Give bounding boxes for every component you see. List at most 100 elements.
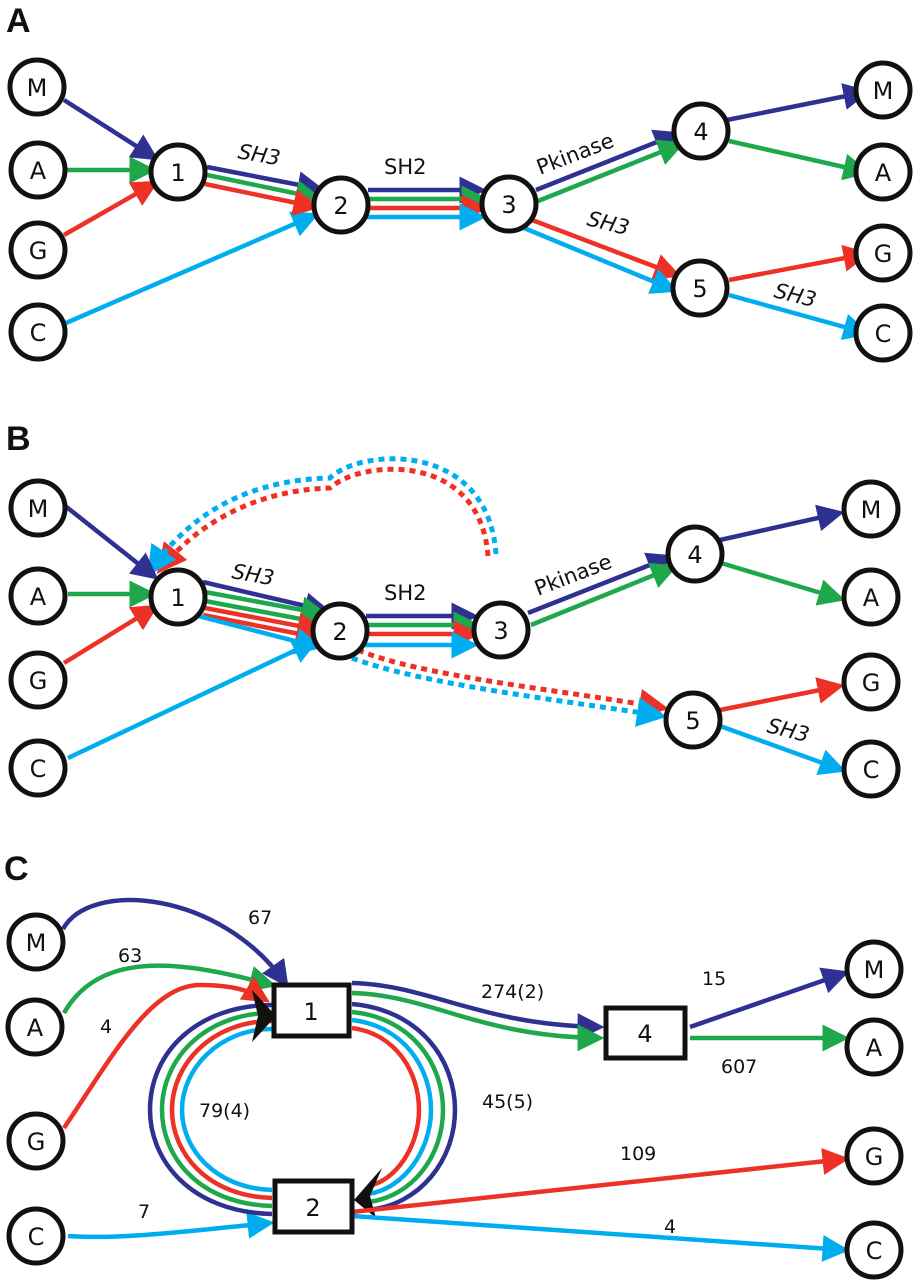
svg-text:G: G xyxy=(27,1128,46,1156)
edge-a-3-4-M xyxy=(535,129,682,193)
count-2-G: 109 xyxy=(620,1143,656,1165)
edge-c-4-M xyxy=(689,967,850,1030)
domain-node-2: 2 xyxy=(311,175,371,235)
input-node-M: M xyxy=(6,912,66,972)
edge-b-2-5-G-dashed xyxy=(357,647,669,719)
edge-a-4-A xyxy=(728,138,871,181)
input-node-A: A xyxy=(8,566,68,626)
edge-a-M-1 xyxy=(62,98,159,161)
input-node-G: G xyxy=(6,1111,66,1171)
svg-text:3: 3 xyxy=(493,617,508,645)
input-node-M: M xyxy=(8,478,68,538)
svg-text:G: G xyxy=(865,1143,884,1171)
domain-node-5: 5 xyxy=(670,258,730,318)
svg-text:M: M xyxy=(861,496,882,524)
svg-text:1: 1 xyxy=(170,159,185,187)
panel-c-counts: 67 63 4 7 79(4) 45(5) 274(2) 15 607 109 … xyxy=(100,907,757,1238)
output-node-A: A xyxy=(844,1017,904,1077)
edge-label-a-2-3: SH2 xyxy=(384,155,426,179)
edge-c-2-G xyxy=(351,1147,850,1215)
edge-label-b-2-3: SH2 xyxy=(384,581,426,605)
count-A-1: 63 xyxy=(118,945,142,967)
count-G-1: 4 xyxy=(100,1016,112,1038)
panel-label-a: A xyxy=(6,2,31,40)
svg-text:C: C xyxy=(30,755,47,783)
count-1-4: 274(2) xyxy=(481,981,544,1003)
edge-c-1-4-A xyxy=(351,990,605,1052)
domain-node-5: 5 xyxy=(663,690,723,750)
svg-text:1: 1 xyxy=(170,584,185,612)
svg-text:1: 1 xyxy=(303,998,318,1026)
domain-node-3: 3 xyxy=(479,174,539,234)
edge-a-G-1 xyxy=(62,180,159,237)
svg-text:A: A xyxy=(866,1034,883,1062)
input-node-M: M xyxy=(7,57,67,117)
edge-c-2-1-A xyxy=(159,1010,273,1209)
panel-a-nodes: M A G C 1 2 3 4 5 M A G C xyxy=(7,57,913,363)
arrowhead-c-1-2 xyxy=(354,1168,382,1218)
output-node-C: C xyxy=(853,303,913,363)
panel-b-nodes: M A G C 1 2 3 4 5 M A G C xyxy=(8,478,901,799)
svg-text:C: C xyxy=(863,756,880,784)
edge-c-A-1 xyxy=(62,963,277,1015)
edge-c-1-2-M xyxy=(351,1001,458,1213)
edge-c-M-1 xyxy=(61,897,289,988)
svg-text:2: 2 xyxy=(305,1194,320,1222)
box-node-2: 2 xyxy=(272,1178,355,1235)
output-node-M: M xyxy=(853,60,913,120)
svg-text:A: A xyxy=(863,584,880,612)
svg-text:C: C xyxy=(28,1223,45,1251)
panel-b: B S xyxy=(6,420,901,799)
count-M-1: 67 xyxy=(248,907,272,929)
edge-b-4-A xyxy=(720,560,846,606)
svg-text:G: G xyxy=(29,237,48,265)
input-node-C: C xyxy=(8,738,68,798)
edge-b-M-1 xyxy=(62,503,159,580)
edge-label-a-1-2: SH3 xyxy=(236,139,282,170)
panel-c-nodes: M A G C 1 2 4 M A G C xyxy=(5,912,904,1280)
edge-b-4-M xyxy=(719,504,845,543)
edge-label-b-1-2: SH3 xyxy=(230,559,276,590)
domain-node-3: 3 xyxy=(471,600,531,660)
output-node-C: C xyxy=(844,1220,904,1280)
edge-a-4-M xyxy=(726,83,871,123)
svg-text:M: M xyxy=(873,77,894,105)
arrowhead-c-2-1 xyxy=(252,990,276,1042)
svg-text:A: A xyxy=(875,159,892,187)
svg-text:G: G xyxy=(29,667,48,695)
edge-a-3-5-G xyxy=(531,217,682,280)
svg-text:2: 2 xyxy=(333,192,348,220)
edge-b-2-5-C-dashed xyxy=(351,655,667,727)
output-node-G: G xyxy=(844,1126,904,1186)
panel-a-edges xyxy=(62,83,871,340)
svg-text:C: C xyxy=(866,1237,883,1265)
output-node-M: M xyxy=(844,939,904,999)
edge-c-2-1-M xyxy=(147,1002,273,1217)
input-node-A: A xyxy=(8,140,68,200)
svg-text:5: 5 xyxy=(692,275,707,303)
edge-b-3-1-G-dashed xyxy=(156,466,491,574)
domain-node-4: 4 xyxy=(665,524,725,584)
output-node-A: A xyxy=(841,567,901,627)
edge-c-1-2-C xyxy=(351,1017,434,1197)
edge-a-C-2 xyxy=(65,211,320,326)
svg-text:4: 4 xyxy=(693,118,708,146)
panel-label-c: C xyxy=(4,850,29,888)
edge-c-C-2 xyxy=(67,1211,275,1240)
input-node-C: C xyxy=(8,302,68,362)
edge-b-5-C xyxy=(719,723,847,776)
edge-c-2-C xyxy=(351,1213,850,1262)
input-node-G: G xyxy=(8,650,68,710)
edge-b-G-1 xyxy=(62,604,159,665)
edge-b-5-G xyxy=(719,677,845,713)
output-node-G: G xyxy=(853,223,913,283)
edge-b-1-2-C xyxy=(197,613,323,655)
count-2-C: 4 xyxy=(664,1216,676,1238)
output-node-M: M xyxy=(841,479,901,539)
svg-text:M: M xyxy=(26,929,47,957)
svg-text:M: M xyxy=(864,956,885,984)
count-2-1: 79(4) xyxy=(199,1100,250,1122)
svg-text:3: 3 xyxy=(501,191,516,219)
svg-text:M: M xyxy=(27,74,48,102)
edge-c-G-1 xyxy=(62,976,270,1130)
